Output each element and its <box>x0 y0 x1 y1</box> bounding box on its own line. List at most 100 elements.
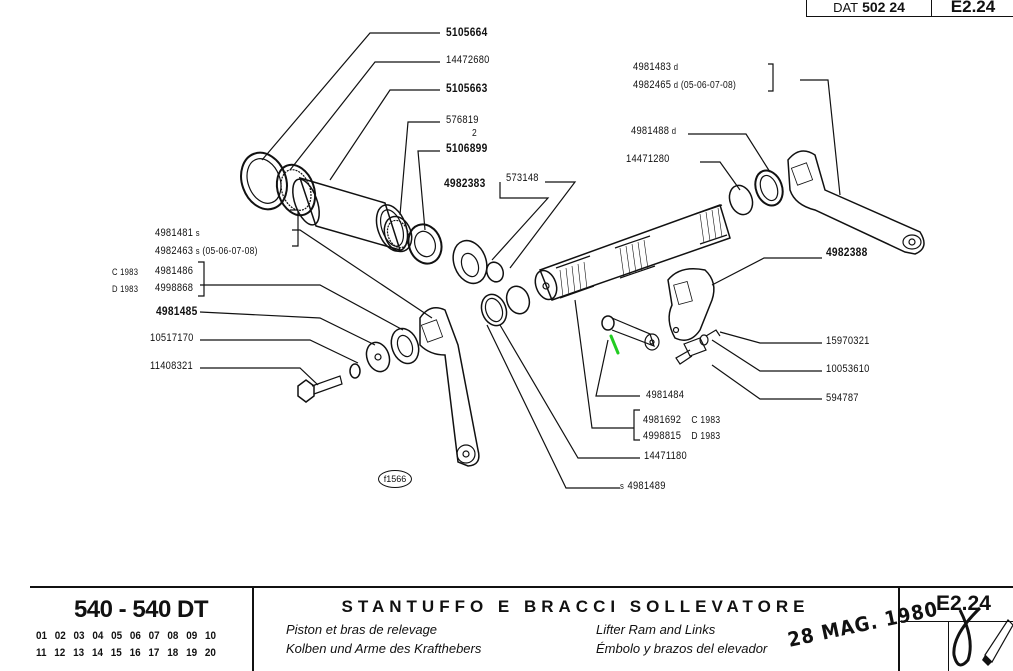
seal-ring-14472680 <box>275 163 317 217</box>
leader-4981692 <box>574 299 634 429</box>
part-number-4981486: 4981486 <box>155 265 194 277</box>
leader-11408321 <box>200 367 319 386</box>
screw-15970321 <box>705 329 721 337</box>
part-number-594787: 594787 <box>826 392 859 404</box>
pin-594787 <box>675 337 707 365</box>
seal-4981488 <box>754 169 784 207</box>
seal-5106899 <box>407 223 443 265</box>
lever-4982388 <box>667 268 715 341</box>
subtitle-french: Piston et bras de relevage <box>286 622 438 637</box>
part-number-4998868: 4998868 <box>155 282 194 294</box>
variant-label-c1983: C 1983 <box>112 267 139 277</box>
ring-4981489 <box>480 293 508 327</box>
variant-label-d1983: D 1983 <box>112 284 139 294</box>
part-number-573148: 573148 <box>506 172 539 184</box>
leader-5105664 <box>261 32 440 161</box>
dat-reference: DAT 502 24 <box>807 0 932 16</box>
leader-10053610 <box>711 339 822 372</box>
leader-5105663 <box>329 89 440 181</box>
leader-4982388 <box>711 257 822 286</box>
leader-4981484 <box>595 339 640 397</box>
part-number-4981485: 4981485 <box>156 304 198 318</box>
bushing-4982383 <box>452 239 488 285</box>
leader-573148-a <box>491 182 550 261</box>
leader-4981488 <box>688 133 771 173</box>
part-number-14471180: 14471180 <box>644 450 687 462</box>
part-number-4982388: 4982388 <box>826 245 868 259</box>
header-reference-box: DAT 502 24 E2.24 <box>806 0 1013 17</box>
leader-15970321 <box>719 331 822 344</box>
leader-573148-b <box>509 181 577 269</box>
footer-divider <box>252 587 254 671</box>
subtitle-spanish: Émbolo y brazos del elevador <box>596 641 768 656</box>
bracket-4981483 <box>768 63 774 92</box>
footer-rule <box>30 586 1013 588</box>
section-title-italian: STANTUFFO E BRACCI SOLLEVATORE <box>341 597 810 616</box>
part-number-5106899: 5106899 <box>446 141 488 155</box>
part-number-4982383: 4982383 <box>444 176 486 190</box>
model-title: 540 - 540 DT <box>73 596 209 623</box>
footer-cell-rule <box>948 621 949 671</box>
bracket-4981692 <box>633 409 640 441</box>
leader-4981481 <box>292 229 433 319</box>
ring-14471180 <box>505 285 531 315</box>
leader-14471180 <box>499 324 640 459</box>
part-number-10053610: 10053610 <box>826 363 870 375</box>
part-number-10517170: 10517170 <box>150 332 194 344</box>
leader-5106899 <box>417 150 440 231</box>
lift-shaft-4981692 <box>539 204 731 301</box>
handwritten-annotation-2: 2 <box>472 128 477 139</box>
bushing-573148 <box>485 261 505 283</box>
ring-576819 <box>383 215 413 253</box>
part-number-5105663: 5105663 <box>446 81 488 95</box>
washer-4981485 <box>365 341 391 373</box>
link-pin-4981484 <box>601 315 615 331</box>
leader-4981489 <box>486 324 620 489</box>
leader-4981483 <box>800 79 841 196</box>
leader-4981486 <box>200 284 404 331</box>
footer-divider <box>898 587 900 671</box>
figure-label: f1566 <box>378 470 412 488</box>
dat-prefix: DAT <box>833 0 859 15</box>
left-lift-arm-4981481 <box>419 307 480 467</box>
part-number-5105664: 5105664 <box>446 25 488 39</box>
highlight-mark <box>609 334 620 355</box>
part-number-15970321: 15970321 <box>826 335 870 347</box>
handwritten-signature-mark <box>952 606 1013 667</box>
leader-14471280 <box>700 161 741 191</box>
part-number-14471280: 14471280 <box>626 153 670 165</box>
leader-4982463 <box>290 209 299 247</box>
exploded-parts-drawing <box>198 32 925 489</box>
part-number-576819: 576819 <box>446 114 479 126</box>
lockwasher-10517170 <box>349 363 361 379</box>
leader-594787 <box>711 364 822 400</box>
part-number-4981484: 4981484 <box>646 389 685 401</box>
subtitle-german: Kolben und Arme des Krafthebers <box>286 641 482 656</box>
leader-576819 <box>399 121 440 216</box>
washer-4981486 <box>390 327 420 365</box>
subtitle-english: Lifter Ram and Links <box>596 622 716 637</box>
part-number-14472680: 14472680 <box>446 54 490 66</box>
footer-cell-rule <box>900 621 1013 622</box>
bracket-4981486 <box>198 261 205 297</box>
leader-14472680 <box>289 61 440 171</box>
right-lift-arm-4981483 <box>787 150 925 255</box>
part-number-11408321: 11408321 <box>150 360 193 372</box>
dat-number: 502 24 <box>862 0 905 15</box>
seal-ring-5105664 <box>240 151 288 211</box>
header-page-code: E2.24 <box>950 0 996 16</box>
ring-14471280 <box>728 184 754 216</box>
bolt-11408321 <box>297 379 315 403</box>
leader-10517170 <box>200 339 359 364</box>
leader-4981485 <box>199 311 376 346</box>
